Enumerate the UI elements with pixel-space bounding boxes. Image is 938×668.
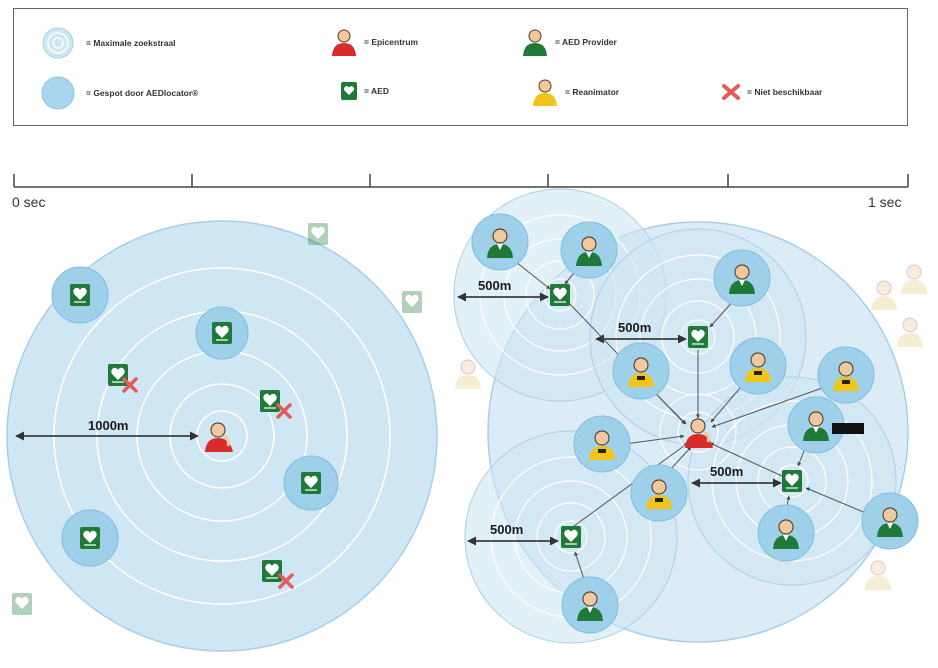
- legend-spotted-label: = Gespot door AEDlocator®: [86, 88, 199, 98]
- legend-aed-provider-label: = AED Provider: [555, 37, 617, 47]
- aed-provider-1: [471, 213, 529, 271]
- aed-provider-4: [787, 396, 864, 454]
- aed-provider-5: [757, 504, 815, 562]
- reanimator-4: [573, 415, 631, 473]
- legend-aed-provider: = AED Provider: [521, 27, 617, 57]
- aed-icon: [260, 390, 280, 412]
- right-scenario: 500m 500m 500m 500m: [453, 188, 928, 644]
- aed-icon: [262, 560, 282, 582]
- zone-radius-label: 500m: [478, 278, 511, 293]
- left-radius-label: 1000m: [88, 418, 128, 433]
- aed-provider-7: [561, 576, 619, 634]
- legend-max-radius: = Maximale zoekstraal: [36, 27, 176, 59]
- out-of-range-aed-icon: [12, 593, 32, 615]
- phone-icon: [832, 423, 864, 434]
- aed-icon: [550, 284, 570, 306]
- aed-icon: [70, 284, 90, 306]
- cross-icon: [722, 84, 740, 100]
- timeline-axis: [13, 174, 909, 188]
- aed-icon: [212, 322, 232, 344]
- legend-aed-label: = AED: [364, 86, 389, 96]
- legend: = Maximale zoekstraal = Gespot door AEDl…: [13, 8, 908, 126]
- reanimator-3: [817, 346, 875, 404]
- reanimator-5: [630, 464, 688, 522]
- spot-icon: [41, 76, 75, 110]
- out-of-range-person-icon: [870, 280, 898, 311]
- legend-epicenter-label: = Epicentrum: [364, 37, 419, 47]
- aed-icon: [341, 82, 357, 100]
- reanimator-2: [729, 337, 787, 395]
- left-spotted-aed-4: [61, 509, 119, 567]
- legend-reanimator: = Reanimator: [531, 77, 619, 107]
- legend-max-radius-label: = Maximale zoekstraal: [86, 38, 176, 48]
- zone-radius-label: 500m: [618, 320, 651, 335]
- legend-reanimator-label: = Reanimator: [565, 87, 620, 97]
- legend-aed: = AED: [340, 81, 389, 101]
- aed-icon: [782, 470, 802, 492]
- zone-radius-label: 500m: [710, 464, 743, 479]
- reanimator-1: [612, 342, 670, 400]
- reanimator-icon: [533, 79, 557, 106]
- zone-radius-label: 500m: [490, 522, 523, 537]
- out-of-range-person-icon: [864, 560, 892, 591]
- timeline-end-label: 1 sec: [868, 194, 902, 210]
- out-of-range-aed-icon: [308, 223, 328, 245]
- aed-icon: [108, 364, 128, 386]
- aed-icon: [688, 326, 708, 348]
- aed-provider-6: [861, 492, 919, 550]
- left-spotted-aed-1: [51, 266, 109, 324]
- timeline-start-label: 0 sec: [12, 194, 46, 210]
- aed-icon: [561, 526, 581, 548]
- epicenter-person-icon: [332, 29, 356, 56]
- left-spotted-aed-2: [195, 306, 249, 360]
- legend-spotted: = Gespot door AEDlocator®: [36, 75, 198, 111]
- out-of-range-person-icon: [900, 264, 928, 295]
- left-spotted-aed-3: [283, 455, 339, 511]
- aed-provider-3: [713, 249, 771, 307]
- legend-unavailable: = Niet beschikbaar: [721, 83, 822, 101]
- out-of-range-person-icon: [454, 359, 482, 390]
- out-of-range-aed-icon: [402, 291, 422, 313]
- aed-provider-2: [560, 221, 618, 279]
- aed-provider-icon: [523, 29, 547, 56]
- target-icon: [42, 27, 74, 59]
- left-scenario: 1000m: [6, 220, 438, 652]
- aed-icon: [80, 527, 100, 549]
- legend-epicenter: = Epicentrum: [330, 27, 418, 57]
- legend-unavailable-label: = Niet beschikbaar: [747, 87, 823, 97]
- out-of-range-person-icon: [896, 317, 924, 348]
- timeline: 0 sec 1 sec: [0, 160, 938, 220]
- aed-icon: [301, 472, 321, 494]
